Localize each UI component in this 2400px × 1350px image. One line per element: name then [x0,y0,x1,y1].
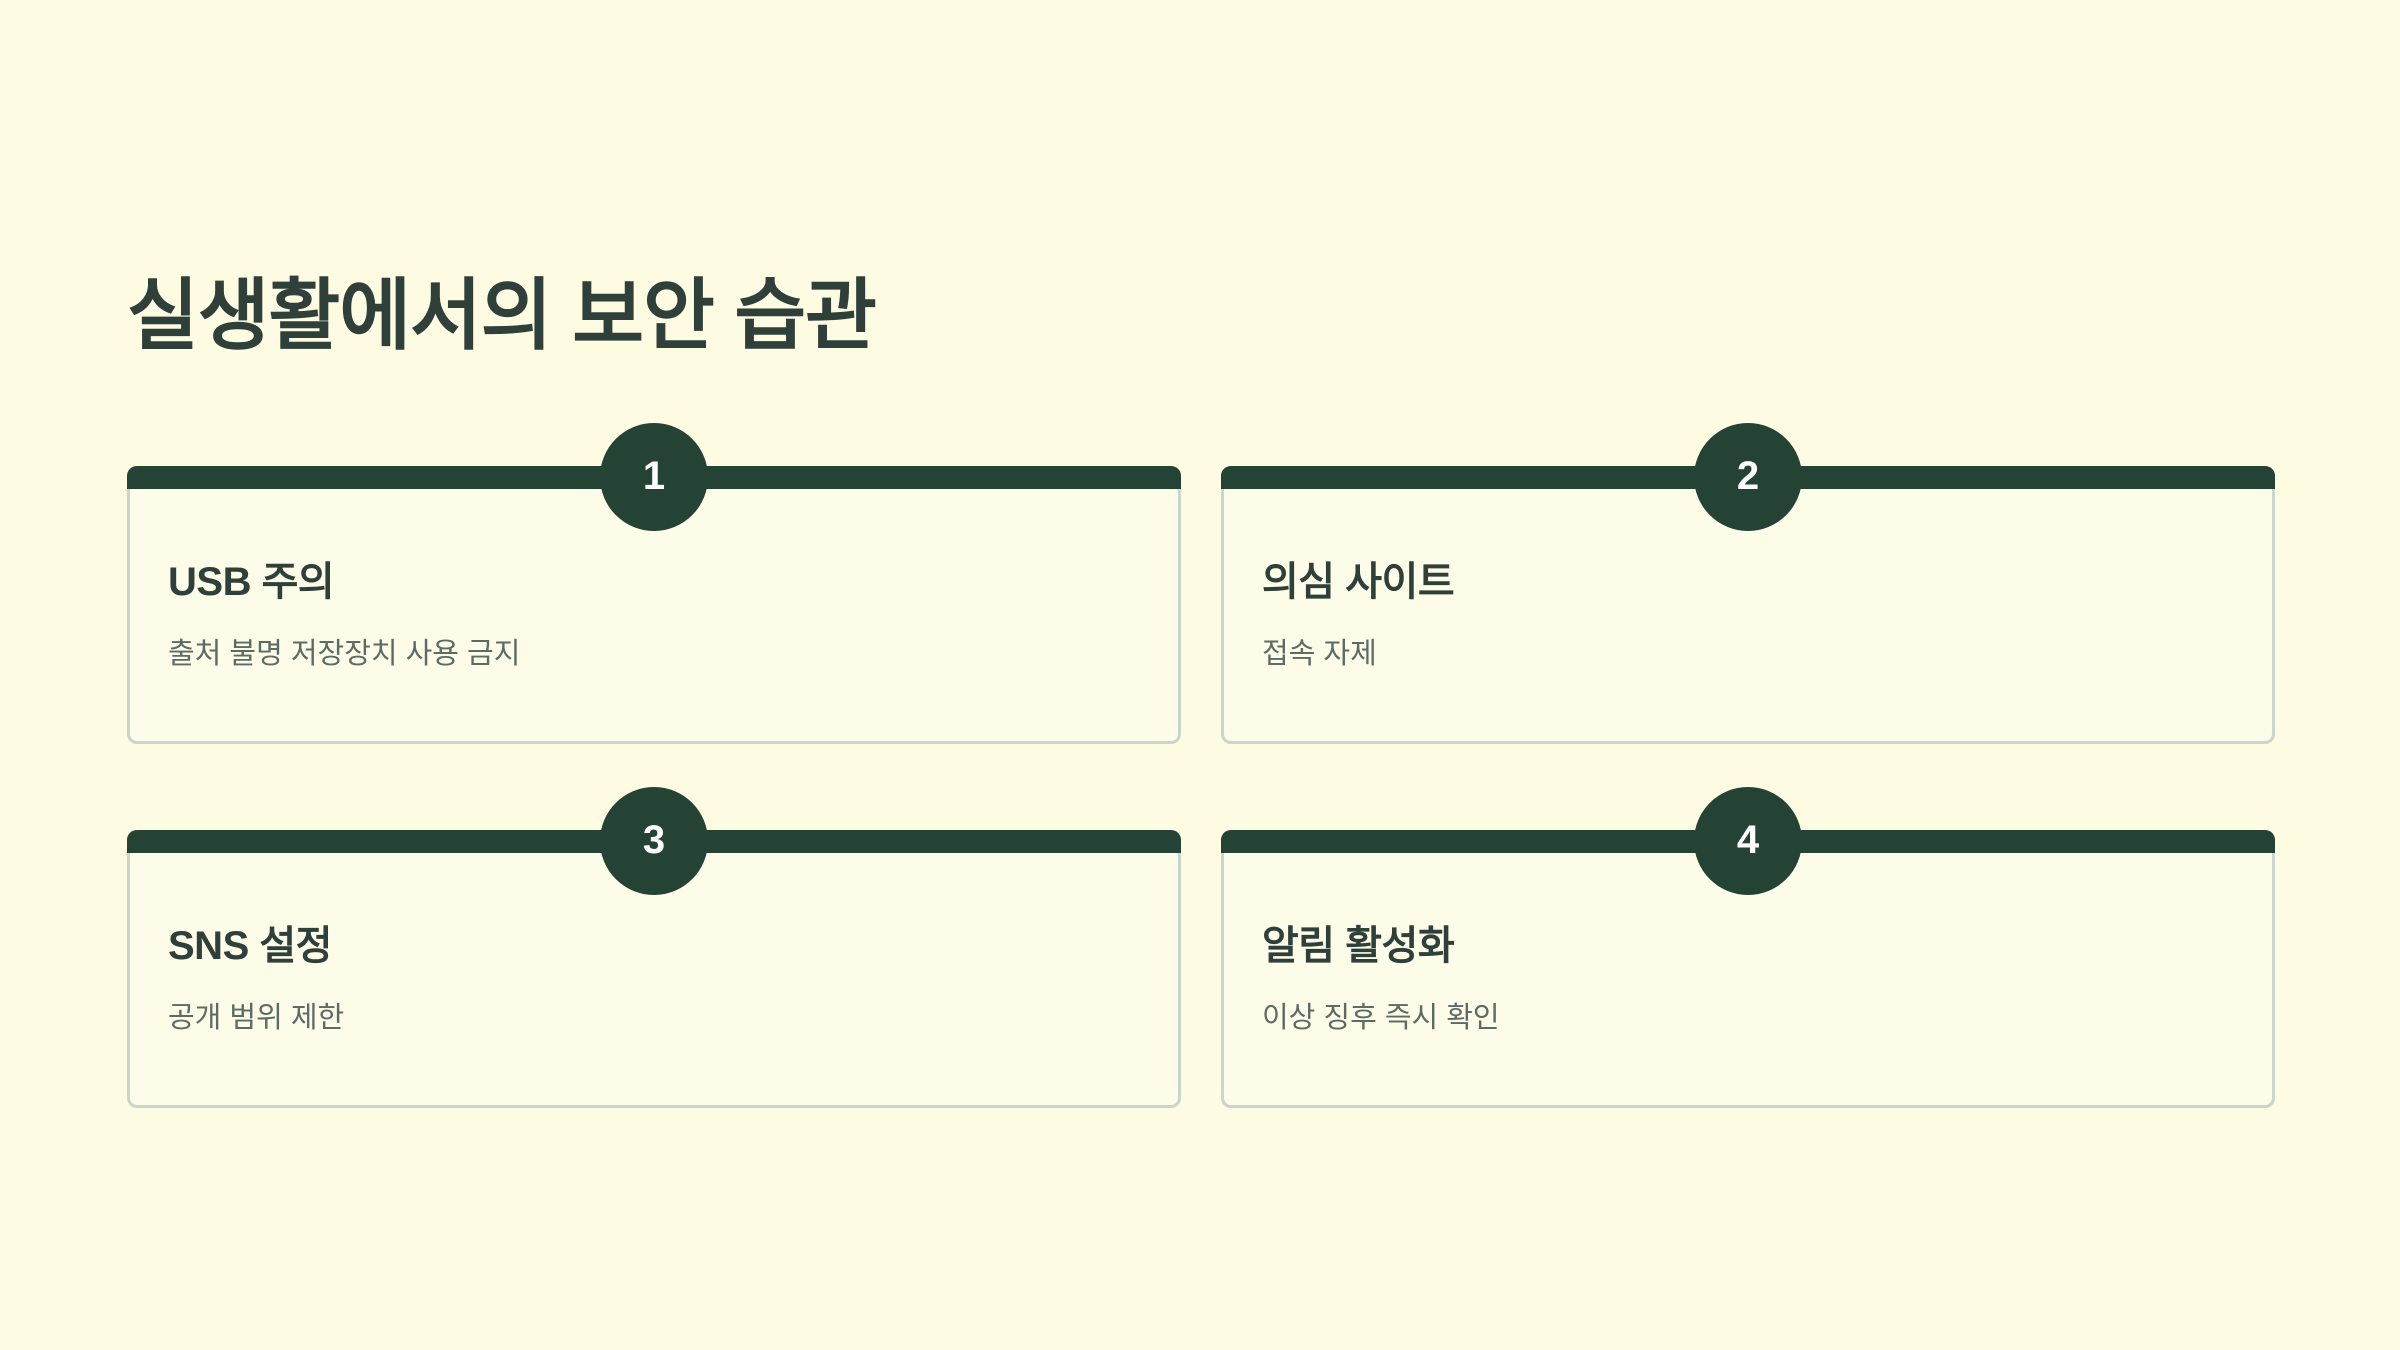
habit-card-1[interactable]: 1 USB 주의 출처 불명 저장장치 사용 금지 [127,423,1181,744]
card-title: 의심 사이트 [1262,560,1455,604]
habit-card-3[interactable]: 3 SNS 설정 공개 범위 제한 [127,787,1181,1108]
card-description: 이상 징후 즉시 확인 [1262,1002,1500,1034]
page-title: 실생활에서의 보안 습관 [127,271,877,360]
card-description: 출처 불명 저장장치 사용 금지 [168,638,521,670]
card-title: SNS 설정 [168,924,332,968]
security-habit-card-grid: 1 USB 주의 출처 불명 저장장치 사용 금지 2 의심 사이트 접속 자제… [127,423,2275,1108]
card-title: USB 주의 [168,560,335,604]
card-number-badge: 2 [1694,423,1802,531]
card-number-badge: 3 [600,787,708,895]
habit-card-4[interactable]: 4 알림 활성화 이상 징후 즉시 확인 [1221,787,2275,1108]
habit-card-2[interactable]: 2 의심 사이트 접속 자제 [1221,423,2275,744]
card-description: 공개 범위 제한 [168,1002,345,1034]
card-description: 접속 자제 [1262,638,1377,670]
card-number-badge: 1 [600,423,708,531]
card-title: 알림 활성화 [1262,924,1455,968]
card-number-badge: 4 [1694,787,1802,895]
